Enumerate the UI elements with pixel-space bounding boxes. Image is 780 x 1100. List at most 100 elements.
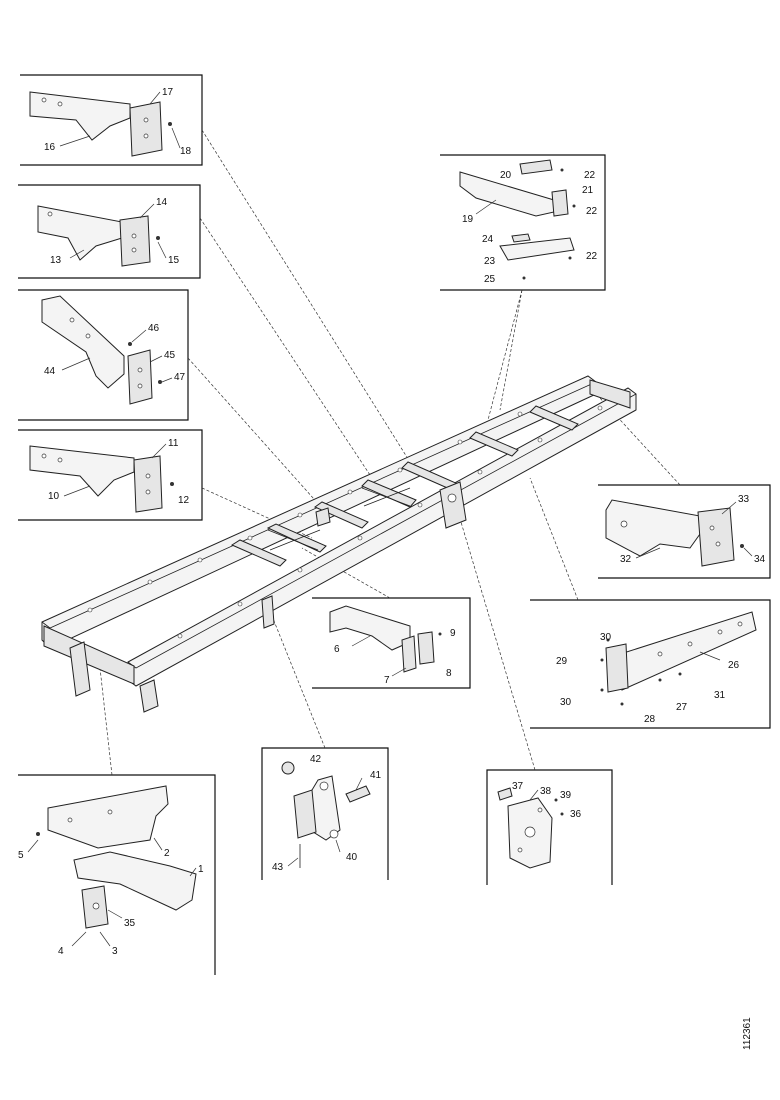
callout-25: 25 (484, 274, 496, 285)
callout-21: 21 (582, 185, 594, 196)
callout-44: 44 (44, 366, 56, 377)
callout-13: 13 (50, 255, 62, 266)
callout-31: 31 (714, 690, 726, 701)
part-41-bolt (345, 785, 371, 803)
callout-36: 36 (570, 809, 582, 820)
detail-44-47: 46 45 47 44 (41, 295, 186, 405)
callout-20: 20 (500, 170, 512, 181)
callout-47: 47 (174, 372, 186, 383)
callout-5: 5 (18, 850, 24, 861)
callout-14: 14 (156, 197, 168, 208)
part-9-bolt (438, 632, 442, 636)
callout-30a: 30 (600, 632, 612, 643)
part-34-bolt (740, 544, 744, 548)
frame-detail-26-31 (530, 599, 771, 729)
callout-22b: 22 (586, 206, 598, 217)
part-44-cross-member (41, 295, 125, 389)
detail-32-34: 33 32 34 (605, 494, 766, 567)
callout-9: 9 (450, 628, 456, 639)
front-hanger-right (139, 679, 159, 713)
center-hanger (261, 595, 275, 629)
frame-detail-36-39 (486, 769, 613, 885)
part-6-cross-member (329, 605, 411, 651)
frame-detail-16-18 (20, 74, 203, 166)
connector-lines (99, 129, 681, 776)
cross-member-a (230, 539, 287, 567)
figure-reference-number: 112361 (742, 1017, 753, 1050)
part-20-plate (519, 159, 553, 175)
detail-19-26: 20 22 21 22 19 24 22 23 25 (459, 159, 598, 285)
part-45-bracket (127, 349, 153, 405)
callout-19: 19 (462, 214, 474, 225)
part-47-nut (158, 380, 162, 384)
part-46-bolt (128, 342, 132, 346)
callout-22a: 22 (584, 170, 596, 181)
callout-12: 12 (178, 495, 190, 506)
callout-30b: 30 (560, 697, 572, 708)
detail-36-39: 37 38 39 36 (497, 781, 582, 869)
part-26-rail-extension (613, 611, 757, 691)
callout-34: 34 (754, 554, 766, 565)
callout-33: 33 (738, 494, 750, 505)
part-25-bolt (522, 276, 526, 280)
callout-38: 38 (540, 786, 552, 797)
callout-40: 40 (346, 852, 358, 863)
part-18-bolt (168, 122, 172, 126)
callout-18: 18 (180, 146, 192, 157)
detail-6-9: 9 6 7 8 (329, 605, 456, 686)
part-8-plate (417, 631, 435, 665)
front-cross-member (43, 625, 135, 685)
callout-8: 8 (446, 668, 452, 679)
detail-40-43: 42 41 40 43 (272, 754, 382, 873)
front-hanger-left (69, 641, 91, 697)
part-17-gusset-plate (129, 101, 163, 157)
detail-16-18: 17 16 18 (29, 87, 192, 157)
rear-cross-member (589, 379, 631, 409)
callout-17: 17 (162, 87, 174, 98)
detail-13-15: 14 13 15 (37, 197, 180, 267)
callout-41: 41 (370, 770, 382, 781)
part-15-bolt (156, 236, 160, 240)
cross-member-g (529, 405, 579, 431)
callout-23: 23 (484, 256, 496, 267)
callout-39: 39 (560, 790, 572, 801)
callout-43: 43 (272, 862, 284, 873)
part-21-bracket (551, 189, 569, 217)
mid-bracket (315, 507, 331, 527)
part-5-bolt (36, 832, 40, 836)
callout-7: 7 (384, 675, 390, 686)
callout-2: 2 (164, 848, 170, 859)
callout-46: 46 (148, 323, 160, 334)
part-2-rail-end (47, 785, 169, 849)
detail-10-12: 11 10 12 (29, 438, 190, 513)
callout-28: 28 (644, 714, 656, 725)
callout-26: 26 (728, 660, 740, 671)
rear-spring-bracket (439, 481, 467, 529)
part-39-bracket (293, 789, 317, 839)
callout-24: 24 (482, 234, 494, 245)
callout-1: 1 (198, 864, 204, 875)
callout-32: 32 (620, 554, 632, 565)
callout-35: 35 (124, 918, 136, 929)
part-37-bolt (497, 787, 513, 801)
part-24-clip (511, 233, 531, 243)
part-7-bracket (401, 635, 417, 673)
part-10-cross-member (29, 445, 135, 497)
part-16-cross-member (29, 91, 131, 141)
frame-detail-10-12 (18, 429, 203, 521)
part-11-gusset-plate (133, 455, 163, 513)
main-chassis-frame (41, 375, 637, 713)
callout-3: 3 (112, 946, 118, 957)
callout-10: 10 (48, 491, 60, 502)
part-14-gusset-plate (119, 215, 151, 267)
detail-1-5: 5 2 1 35 4 3 (18, 785, 204, 957)
callout-37: 37 (512, 781, 524, 792)
callout-16: 16 (44, 142, 56, 153)
frame-detail-6-9 (312, 597, 471, 689)
frame-detail-44-47 (18, 289, 189, 421)
frame-detail-19-26 (440, 154, 606, 291)
callout-42: 42 (310, 754, 322, 765)
part-32-cross-member (605, 499, 701, 557)
part-42-washer (281, 761, 295, 775)
